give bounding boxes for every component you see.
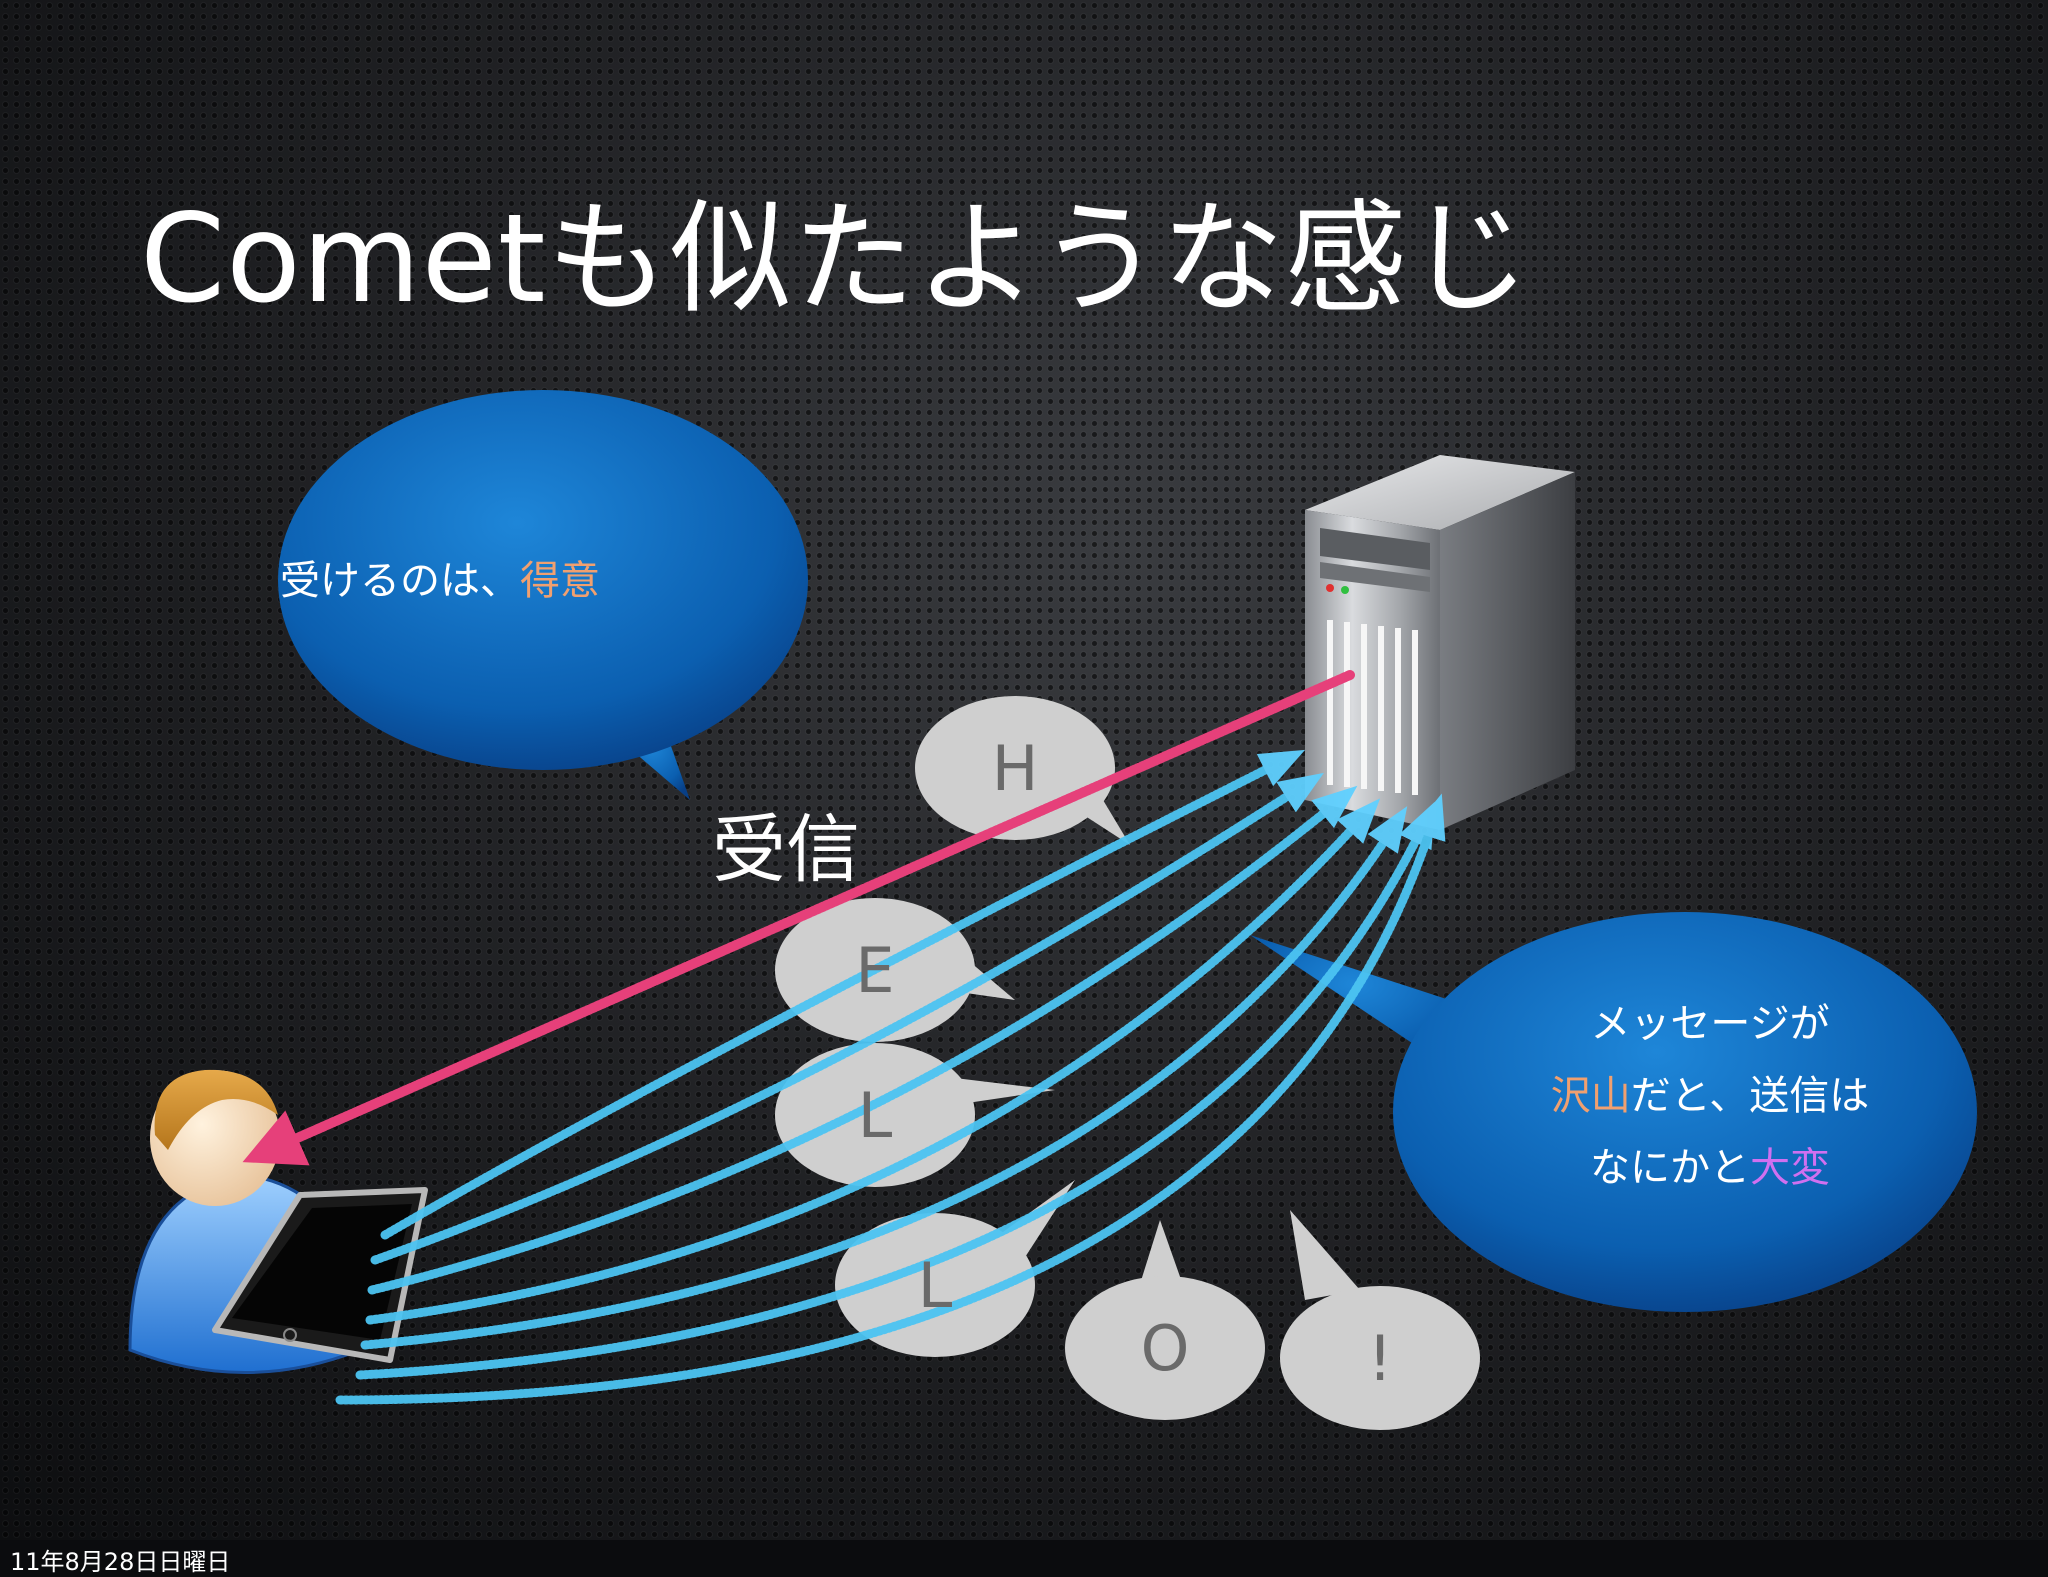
send-arrow-6	[355, 801, 1435, 1380]
letter-o: O	[1141, 1312, 1190, 1385]
letter-l2: L	[918, 1249, 953, 1322]
footer-date: 11年8月28日日曜日	[10, 1548, 231, 1576]
bubble-right-line2-plain: だと、送信は	[1630, 1073, 1870, 1119]
speech-bubble-left	[278, 390, 808, 800]
bubble-right-line1: メッセージが	[1590, 1001, 1830, 1047]
letter-exclamation: !	[1368, 1322, 1393, 1395]
send-arrow-4	[365, 798, 1381, 1325]
server-tower-icon	[1305, 455, 1575, 830]
send-arrow-2	[370, 772, 1324, 1265]
slide: Cometも似たような感じ	[0, 0, 2048, 1540]
speech-bubble-right	[1250, 912, 1977, 1312]
letter-l1: L	[858, 1079, 893, 1152]
slide-title: Cometも似たような感じ	[140, 188, 1531, 330]
letter-e: E	[855, 934, 894, 1007]
letter-h: H	[992, 732, 1039, 805]
bubble-right-line3-highlight: 大変	[1750, 1145, 1830, 1191]
send-arrow-1	[380, 749, 1306, 1240]
letter-bubble-exclamation	[1280, 1210, 1480, 1430]
bubble-right-line2: 沢山だと、送信は	[1450, 1060, 1970, 1132]
letters: H E L L O !	[855, 732, 1392, 1395]
bubble-right-line3-plain: なにかと	[1590, 1145, 1750, 1191]
send-arrows	[335, 749, 1446, 1405]
send-arrow-3	[367, 785, 1358, 1295]
bubble-right-text: メッセージが 沢山だと、送信は なにかと大変	[1450, 988, 1970, 1204]
send-arrow-7	[335, 793, 1446, 1405]
receive-label: 受信	[712, 807, 860, 893]
bubble-left-plain: 受けるのは、	[280, 558, 520, 604]
bubble-right-line2-highlight: 沢山	[1550, 1073, 1631, 1119]
bubble-right-line3: なにかと大変	[1450, 1132, 1970, 1204]
bubble-left-text: 受けるのは、得意	[280, 548, 760, 606]
diagram-canvas: H E L L O !	[128, 390, 1977, 1430]
bubble-left-highlight: 得意	[520, 558, 600, 604]
send-arrow-5	[360, 806, 1408, 1350]
letter-bubble-o	[1065, 1220, 1265, 1420]
receive-arrow	[242, 670, 1355, 1166]
